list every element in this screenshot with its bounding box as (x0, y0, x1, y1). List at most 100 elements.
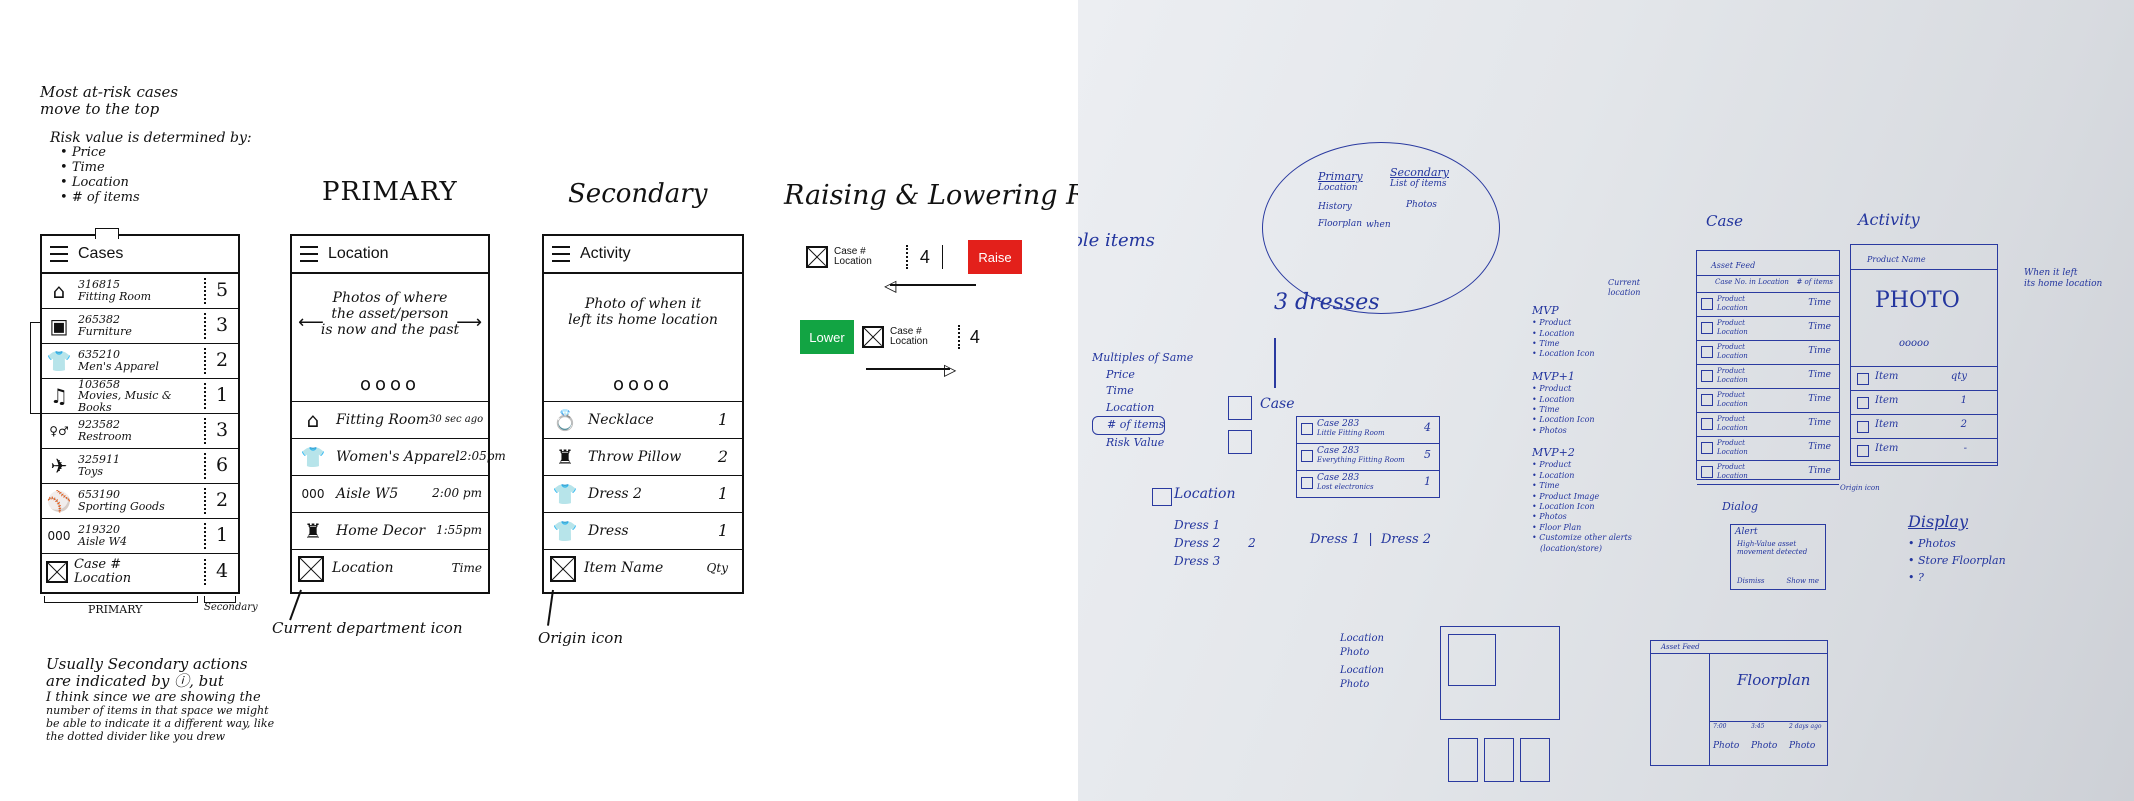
case-placeholder-icon (806, 246, 828, 268)
location-label: Location (1174, 486, 1236, 502)
raise-row: Case # Location 4 (806, 240, 1022, 274)
dotted-divider (957, 325, 960, 349)
bracket-primary (44, 596, 198, 603)
activity-title: Activity (580, 245, 631, 262)
note-top: Most at-risk cases move to the top (40, 83, 179, 119)
swipe-left-arrow (890, 284, 976, 286)
menu-icon[interactable] (50, 246, 68, 262)
location-row[interactable]: 000 Aisle W5 2:00 pm (292, 476, 488, 513)
location-name: Location (332, 560, 394, 577)
bracket-secondary (204, 596, 236, 603)
location-name: Fitting Room (336, 411, 430, 428)
arrow-left-icon[interactable]: ⟵ (298, 312, 324, 333)
carousel-dots[interactable]: oooo (359, 374, 421, 395)
three-dresses: 3 dresses (1274, 290, 1380, 315)
whiteboard-photo: Primary Location History Floorplan when … (1078, 0, 2134, 801)
risk-item: • Location (60, 174, 129, 190)
map-inner (1448, 634, 1496, 686)
x-box-icon (1701, 322, 1713, 334)
case-count: 1 (216, 384, 229, 407)
dotted-divider (204, 278, 206, 304)
dotted-divider (204, 558, 206, 585)
lamp-icon: ♜ (556, 445, 574, 469)
location-placeholder-icon (298, 555, 324, 582)
activity-panel: Activity Photo of when it left its home … (542, 234, 744, 594)
map-sketch (1440, 626, 1560, 720)
bubble-when: when (1366, 220, 1391, 230)
dotted-divider (204, 418, 206, 444)
sporting-icon: ⚾ (46, 489, 72, 513)
item-name: Dress 2 (588, 485, 642, 502)
item-placeholder-icon (550, 555, 576, 582)
dotted-divider (905, 245, 908, 269)
case-count: 3 (216, 314, 229, 337)
case-card: Asset Feed Case No. in Location# of item… (1696, 250, 1840, 485)
menu-icon[interactable] (552, 246, 570, 262)
bubble-primary: Primary Location History Floorplan (1318, 170, 1363, 229)
case-count: 3 (216, 419, 229, 442)
location-photo-area: Photos of where the asset/person is now … (292, 274, 488, 402)
furniture-icon: ▣ (49, 314, 69, 338)
case-text: Case #Location (74, 556, 132, 586)
current-location-note: Current location (1608, 278, 1641, 297)
dotted-divider (204, 348, 206, 374)
callout-origin: Origin icon (538, 629, 623, 647)
mvp-list: MVP • Product • Location • Time • Locati… (1532, 304, 1632, 553)
location-time: 2:00 pm (432, 486, 482, 501)
x-box-icon (1701, 466, 1713, 478)
carousel-dots[interactable]: oooo (612, 374, 674, 395)
raise-button[interactable]: Raise (968, 240, 1022, 274)
risk-item: • Time (60, 160, 105, 176)
risk-count: 4 (969, 326, 980, 347)
x-box-icon (1701, 418, 1713, 430)
activity-photo-area: Photo of when it left its home location … (544, 274, 742, 402)
x-box-icon (1701, 346, 1713, 358)
arrow-right-icon[interactable]: ⟶ (456, 312, 482, 333)
restroom-icon: ♀♂ (49, 424, 69, 438)
thumb (1520, 738, 1550, 782)
case-count: 5 (216, 279, 229, 302)
case-count: 2 (216, 489, 229, 512)
dress-list: Dress 1 Dress 2 2 Dress 3 (1174, 518, 1256, 568)
lower-button[interactable]: Lower (800, 320, 854, 354)
case-count: 1 (216, 524, 229, 547)
case-card-title: Case (1706, 212, 1743, 230)
x-box-icon (1701, 442, 1713, 454)
case-row[interactable]: Case #Location 4 (42, 554, 238, 589)
case-count: 4 (216, 559, 229, 582)
location-name: Aisle W5 (336, 485, 399, 502)
shirt-icon: 👕 (46, 349, 72, 373)
origin-icon-note: Origin icon (1840, 484, 1880, 492)
item-qty: Qty (706, 560, 728, 575)
shirt-icon: 👕 (300, 445, 326, 469)
display-list: Display • Photos • Store Floorplan • ? (1908, 512, 2006, 584)
menu-icon[interactable] (300, 246, 318, 262)
aisle-icon: 000 (301, 487, 325, 501)
